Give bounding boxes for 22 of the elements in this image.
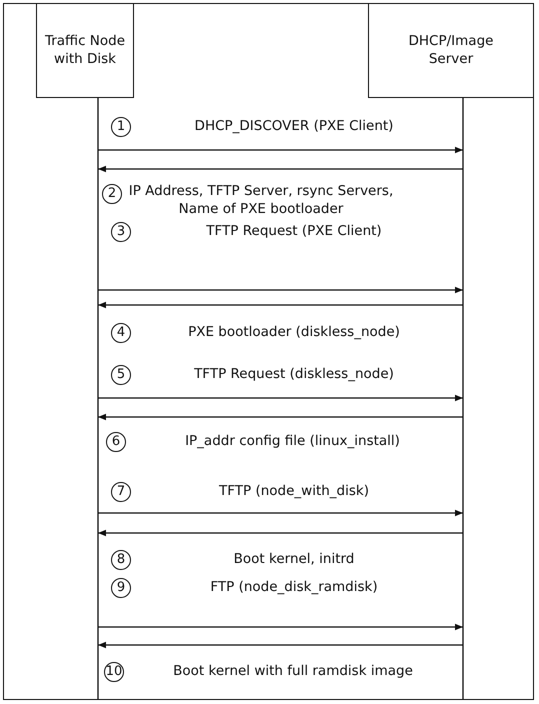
step-number: 7 xyxy=(111,482,131,502)
step-number: 3 xyxy=(111,222,131,242)
step-number: 5 xyxy=(111,365,131,385)
step-number: 1 xyxy=(111,117,131,137)
message-arrow xyxy=(98,286,463,294)
step-number: 8 xyxy=(111,550,131,570)
participant-name: DHCP/Image Server xyxy=(408,32,494,68)
message-arrow xyxy=(98,624,463,630)
message-arrow xyxy=(98,394,463,402)
message-arrow xyxy=(98,642,463,648)
participant-name: Traffic Node with Disk xyxy=(44,32,126,68)
step-number: 10 xyxy=(104,662,124,682)
step-number: 2 xyxy=(102,184,122,204)
message-arrow xyxy=(98,146,463,154)
message-arrow xyxy=(98,302,463,308)
step-number: 4 xyxy=(111,323,131,343)
message-arrow xyxy=(98,510,463,516)
message-arrow xyxy=(98,166,463,172)
message-arrow xyxy=(98,414,463,420)
step-number: 9 xyxy=(111,578,131,598)
message-arrow xyxy=(98,530,463,536)
step-number: 6 xyxy=(106,432,126,452)
